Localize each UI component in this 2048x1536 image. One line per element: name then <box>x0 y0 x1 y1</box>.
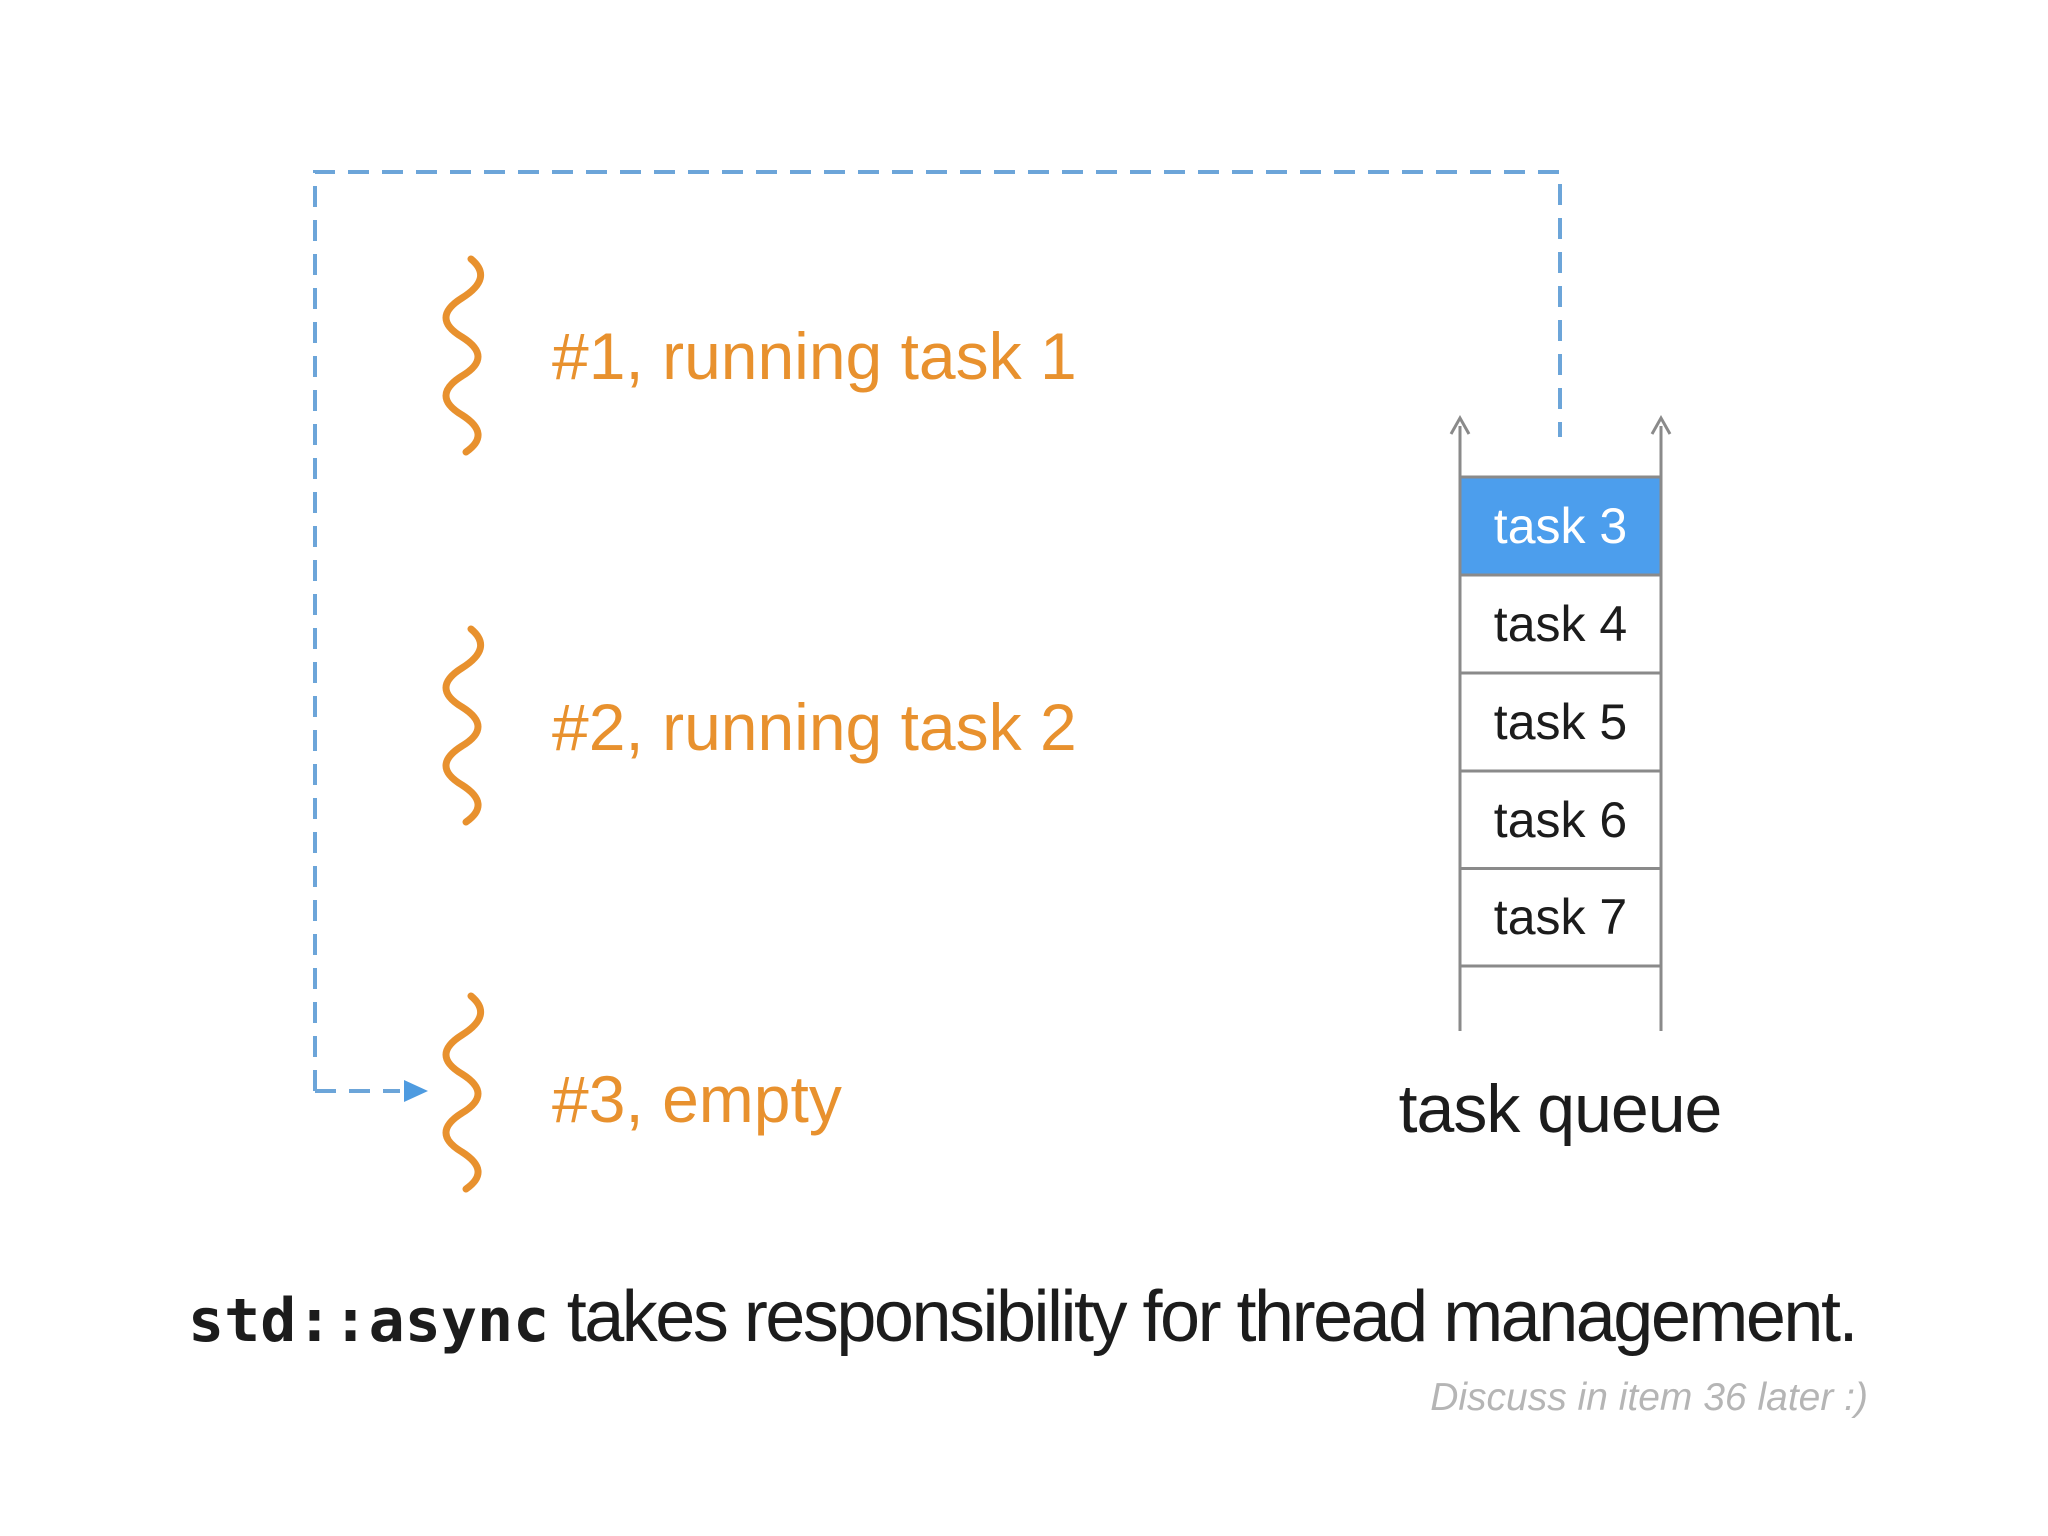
queue-cell-task7: task 7 <box>1493 889 1628 945</box>
queue-cell-task6: task 6 <box>1493 792 1628 848</box>
queue-cell-task3: task 3 <box>1493 498 1628 554</box>
queue-left-arrow-icon <box>1449 414 1471 435</box>
caption-code: std::async <box>188 1286 550 1356</box>
thread-1-squiggle-icon <box>442 255 485 456</box>
thread-2-squiggle-icon <box>442 625 485 826</box>
thread-3-label: #3, empty <box>552 1062 842 1136</box>
queue-cell-task5: task 5 <box>1493 694 1628 750</box>
queue-right-arrow-icon <box>1650 414 1672 435</box>
thread-squiggles <box>442 255 485 1193</box>
thread-3-squiggle-icon <box>442 992 485 1193</box>
thread-2-label: #2, running task 2 <box>552 690 1077 764</box>
discussion-note: Discuss in item 36 later :) <box>1430 1376 1868 1419</box>
queue-active-cell-bg <box>1460 478 1661 574</box>
thread-1-label: #1, running task 1 <box>552 319 1077 393</box>
caption: std::async takes responsibility for thre… <box>188 1272 1859 1362</box>
queue-label: task queue <box>1398 1071 1723 1147</box>
arrowhead-to-thread3-icon <box>404 1080 428 1102</box>
queue-cell-task4: task 4 <box>1493 596 1628 652</box>
dashed-connector-line <box>313 170 1562 1091</box>
queue-rails <box>1449 414 1672 1031</box>
caption-text: takes responsibility for thread manageme… <box>549 1277 1859 1357</box>
